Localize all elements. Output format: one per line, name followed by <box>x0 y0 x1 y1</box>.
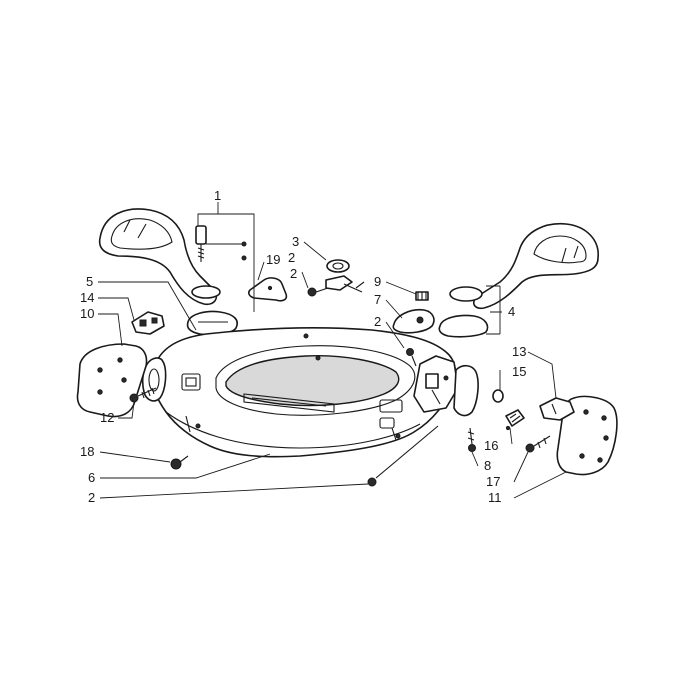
callout-labels: 1 2 2 2 2 3 4 5 6 7 8 9 10 11 12 13 14 1… <box>80 188 526 505</box>
screw-2-upper <box>307 287 329 297</box>
callout-11: 11 <box>488 490 502 505</box>
screw-12 <box>129 387 157 403</box>
callout-13: 13 <box>512 344 526 359</box>
callout-6: 6 <box>88 470 95 485</box>
callout-4: 4 <box>508 304 515 319</box>
callout-5: 5 <box>86 274 93 289</box>
right-switch-block <box>413 355 479 417</box>
callout-8: 8 <box>484 458 491 473</box>
callout-17: 17 <box>486 474 500 489</box>
callout-15: 15 <box>512 364 526 379</box>
callout-7: 7 <box>374 292 381 307</box>
nut-3 <box>325 259 365 293</box>
callout-2-middle: 2 <box>374 314 381 329</box>
callout-18: 18 <box>80 444 94 459</box>
callout-2-left: 2 <box>288 250 295 265</box>
screw-18 <box>170 455 189 470</box>
screw-2-lower <box>367 425 439 487</box>
screw-2-middle <box>406 348 417 367</box>
callout-19: 19 <box>266 252 280 267</box>
right-mirror <box>449 223 599 310</box>
callout-10: 10 <box>80 306 94 321</box>
right-mirror-base <box>438 314 489 338</box>
callout-1: 1 <box>214 188 221 203</box>
handlebar-cover <box>141 327 457 458</box>
callout-16: 16 <box>484 438 498 453</box>
leader-lines <box>98 202 567 499</box>
clip-9 <box>415 291 429 301</box>
switch-14 <box>131 311 165 335</box>
callout-3: 3 <box>292 234 299 249</box>
screw-17 <box>525 435 551 453</box>
callout-2-lower: 2 <box>88 490 95 505</box>
clip-plate-7 <box>392 308 435 334</box>
callout-12: 12 <box>100 410 114 425</box>
clip-16 <box>505 409 525 431</box>
callout-9: 9 <box>374 274 381 289</box>
callout-14: 14 <box>80 290 94 305</box>
washer-15 <box>492 389 504 403</box>
left-mirror <box>98 208 221 306</box>
callout-2-upper: 2 <box>290 266 297 281</box>
left-side-cover-10 <box>76 343 148 418</box>
screw-8 <box>467 427 476 452</box>
bracket-19 <box>248 277 288 302</box>
left-mirror-base <box>186 310 238 336</box>
mirror-stem-screw <box>195 225 247 262</box>
